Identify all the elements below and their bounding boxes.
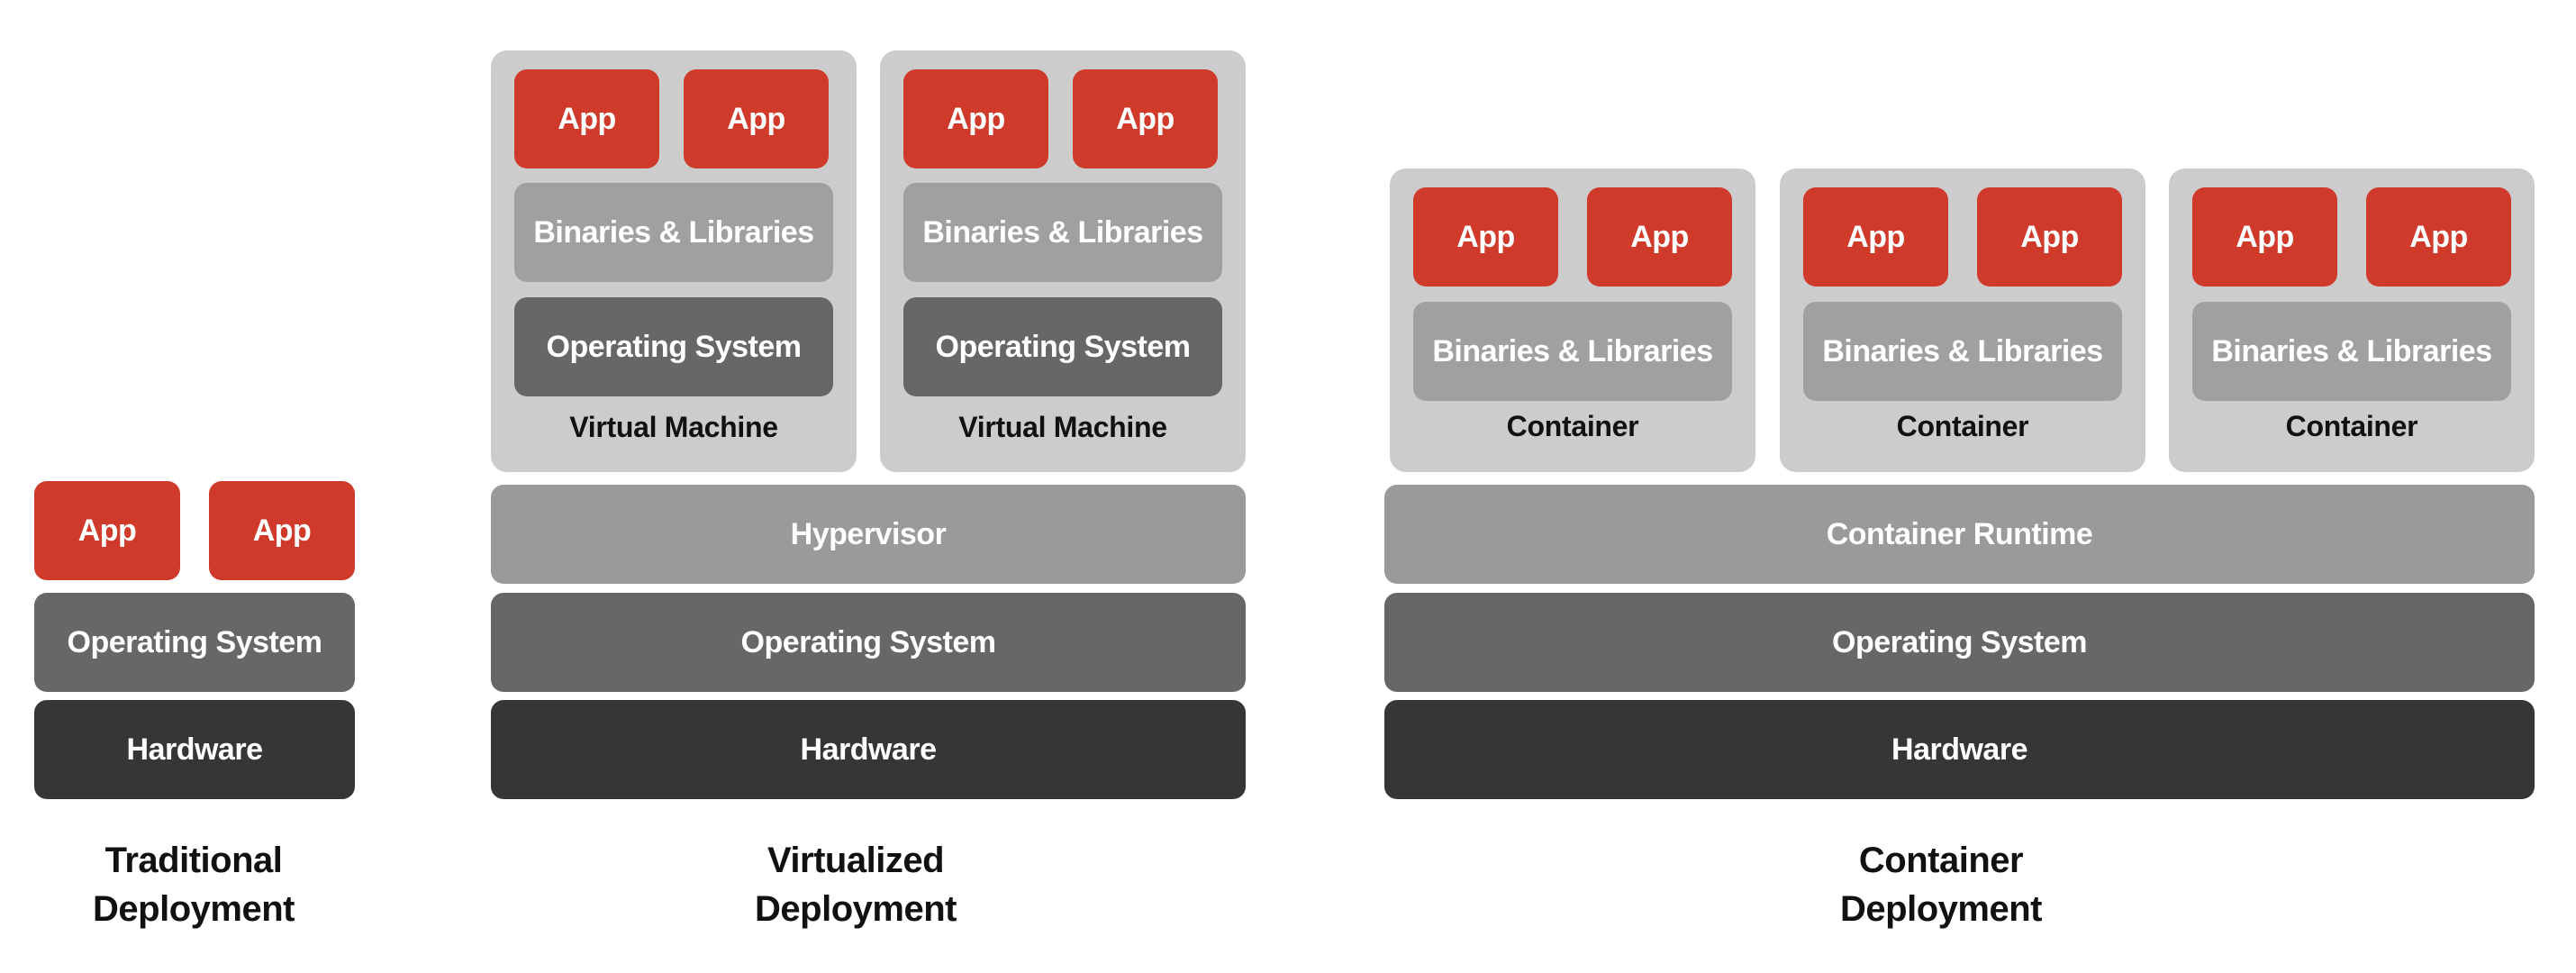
app-block: App [1073, 69, 1218, 168]
operating-system-layer: Operating System [34, 593, 355, 692]
binaries-libraries-layer: Binaries & Libraries [1803, 302, 2122, 401]
hypervisor-layer: Hypervisor [491, 485, 1246, 584]
hardware-layer: Hardware [491, 700, 1246, 799]
app-block: App [684, 69, 829, 168]
binaries-libraries-layer: Binaries & Libraries [2192, 302, 2511, 401]
virtual-machine-label: Virtual Machine [958, 411, 1167, 443]
caption-line: Traditional [104, 841, 283, 880]
container-panel: App App Binaries & Libraries Container [1780, 168, 2145, 472]
container-panel: App App Binaries & Libraries Container [2169, 168, 2535, 472]
binaries-libraries-layer: Binaries & Libraries [903, 183, 1222, 282]
binaries-libraries-layer: Binaries & Libraries [1413, 302, 1732, 401]
hardware-layer: Hardware [34, 700, 355, 799]
app-block: App [2366, 187, 2511, 286]
operating-system-layer: Operating System [491, 593, 1246, 692]
container-label: Container [1506, 410, 1639, 442]
app-block: App [34, 481, 180, 580]
app-block: App [1413, 187, 1558, 286]
virtual-machine-panel: App App Binaries & Libraries Operating S… [880, 50, 1246, 472]
caption-line: Deployment [1840, 889, 2042, 929]
app-block: App [1803, 187, 1948, 286]
caption-line: Container [1858, 841, 2024, 880]
app-block: App [1587, 187, 1732, 286]
container-label: Container [2285, 410, 2418, 442]
app-block: App [2192, 187, 2337, 286]
app-block: App [1977, 187, 2122, 286]
app-block: App [209, 481, 355, 580]
binaries-libraries-layer: Binaries & Libraries [514, 183, 833, 282]
virtual-machine-panel: App App Binaries & Libraries Operating S… [491, 50, 857, 472]
hardware-layer: Hardware [1384, 700, 2535, 799]
caption-line: Deployment [755, 889, 957, 929]
container-panel: App App Binaries & Libraries Container [1390, 168, 1755, 472]
app-block: App [903, 69, 1048, 168]
operating-system-layer: Operating System [903, 297, 1222, 396]
container-runtime-layer: Container Runtime [1384, 485, 2535, 584]
operating-system-layer: Operating System [1384, 593, 2535, 692]
app-block: App [514, 69, 659, 168]
traditional-deployment-caption: Traditional Deployment [54, 836, 333, 933]
operating-system-layer: Operating System [514, 297, 833, 396]
virtual-machine-label: Virtual Machine [569, 411, 778, 443]
caption-line: Deployment [93, 889, 295, 929]
caption-line: Virtualized [766, 841, 945, 880]
container-deployment-caption: Container Deployment [1801, 836, 2081, 933]
virtualized-deployment-caption: Virtualized Deployment [716, 836, 995, 933]
container-label: Container [1896, 410, 2029, 442]
